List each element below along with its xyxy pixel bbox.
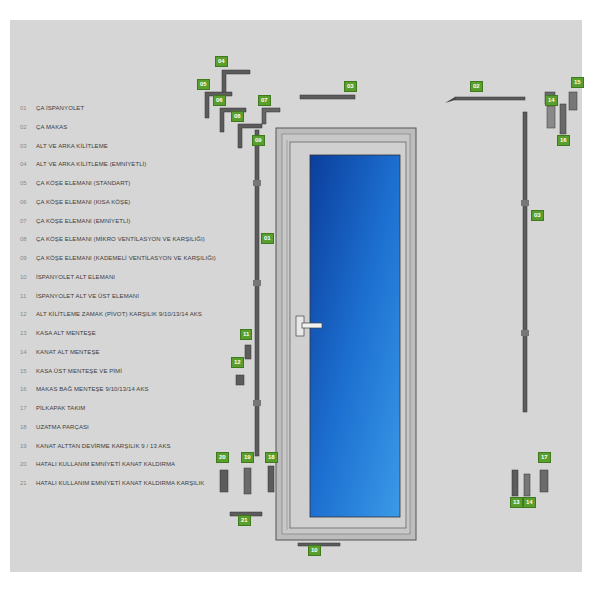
- callout-number: 09: [252, 135, 265, 146]
- callout-number: 16: [557, 135, 570, 146]
- list-number: 02: [20, 124, 27, 130]
- list-number: 03: [20, 143, 27, 149]
- callout-number: 21: [238, 515, 251, 526]
- part-name: İSPANYOLET ALT VE ÜST ELEMANI: [36, 293, 139, 299]
- part-name: ALT VE ARKA KİLİTLEME: [36, 143, 108, 149]
- callout-number: 08: [231, 111, 244, 122]
- list-number: 01: [20, 105, 27, 111]
- callout-number: 03: [531, 210, 544, 221]
- list-number: 12: [20, 311, 27, 317]
- list-number: 04: [20, 161, 27, 167]
- list-number: 15: [20, 368, 27, 374]
- part-name: ÇA İSPANYOLET: [36, 105, 84, 111]
- callout-number: 01: [261, 233, 274, 244]
- callout-number: 14: [545, 95, 558, 106]
- callout-number: 12: [231, 357, 244, 368]
- part-name: PİLKAPAK TAKIM: [36, 405, 85, 411]
- part-name: ÇA MAKAS: [36, 124, 67, 130]
- part-name: MAKAS BAĞ MENTEŞE 9/10/13/14 AKS: [36, 386, 149, 392]
- callout-number: 06: [213, 95, 226, 106]
- list-number: 14: [20, 349, 27, 355]
- callout-number: 10: [308, 545, 321, 556]
- part-name: ÇA KÖŞE ELEMANI (EMNİYETLİ): [36, 218, 130, 224]
- list-number: 06: [20, 199, 27, 205]
- callout-number: 14: [523, 497, 536, 508]
- list-number: 10: [20, 274, 27, 280]
- part-name: HATALI KULLANIM EMNİYETİ KANAT KALDIRMA …: [36, 480, 204, 486]
- part-name: İSPANYOLET ALT ELEMANI: [36, 274, 115, 280]
- callout-number: 05: [197, 79, 210, 90]
- part-name: KANAT ALTTAN DEVİRME KARŞILIK 9 / 13 AKS: [36, 443, 171, 449]
- list-number: 20: [20, 461, 27, 467]
- part-name: ALT KİLİTLEME ZAMAK (PİVOT) KARŞILIK 9/1…: [36, 311, 202, 317]
- callout-number: 02: [470, 81, 483, 92]
- callout-number: 15: [571, 77, 584, 88]
- callout-number: 04: [215, 56, 228, 67]
- part-name: KANAT ALT MENTEŞE: [36, 349, 100, 355]
- callout-number: 13: [510, 497, 523, 508]
- callout-number: 19: [241, 452, 254, 463]
- part-name: ALT VE ARKA KİLİTLEME (EMNİYETLİ): [36, 161, 146, 167]
- list-number: 18: [20, 424, 27, 430]
- part-name: ÇA KÖŞE ELEMANI (MİKRO VENTİLASYON VE KA…: [36, 236, 205, 242]
- list-number: 05: [20, 180, 27, 186]
- part-name: ÇA KÖŞE ELEMANI (KADEMELİ VENTİLASYON VE…: [36, 255, 216, 261]
- list-number: 16: [20, 386, 27, 392]
- part-name: KASA ALT MENTEŞE: [36, 330, 96, 336]
- callout-number: 03: [344, 81, 357, 92]
- callout-number: 20: [216, 452, 229, 463]
- list-number: 21: [20, 480, 27, 486]
- list-number: 08: [20, 236, 27, 242]
- list-number: 17: [20, 405, 27, 411]
- callout-number: 17: [538, 452, 551, 463]
- list-number: 19: [20, 443, 27, 449]
- list-number: 13: [20, 330, 27, 336]
- callout-number: 07: [258, 95, 271, 106]
- part-name: ÇA KÖŞE ELEMANI (KISA KÖŞE): [36, 199, 130, 205]
- list-number: 07: [20, 218, 27, 224]
- list-number: 09: [20, 255, 27, 261]
- callout-number: 11: [240, 329, 252, 340]
- part-name: ÇA KÖŞE ELEMANI (STANDART): [36, 180, 130, 186]
- part-name: UZATMA PARÇASI: [36, 424, 89, 430]
- callout-number: 18: [265, 452, 278, 463]
- list-number: 11: [20, 293, 26, 299]
- part-name: HATALI KULLANIM EMNİYETİ KANAT KALDIRMA: [36, 461, 175, 467]
- part-name: KASA ÜST MENTEŞE VE PİMİ: [36, 368, 122, 374]
